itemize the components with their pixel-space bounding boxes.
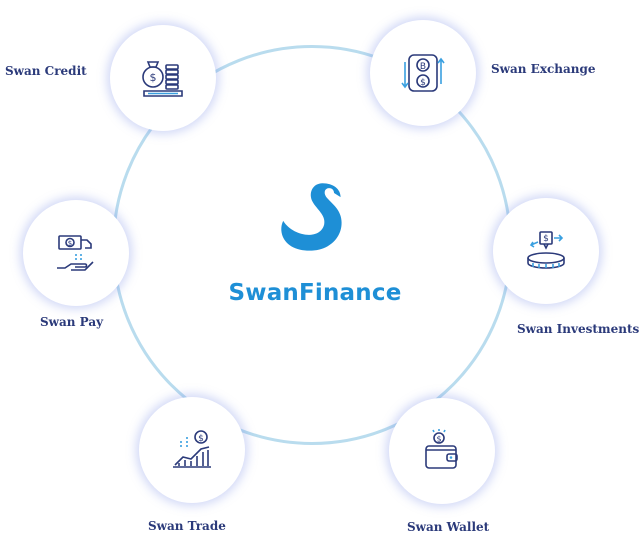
svg-text:$: $ (420, 78, 426, 88)
trade-growth-chart-icon: $ (173, 430, 211, 468)
svg-text:$: $ (436, 435, 441, 444)
swan-wallet-node[interactable]: $ (389, 398, 495, 504)
swan-investments-node[interactable]: $ (493, 198, 599, 304)
swan-pay-node[interactable]: $ (23, 200, 129, 306)
svg-text:$: $ (68, 240, 72, 248)
swan-wallet-label: Swan Wallet (407, 520, 490, 534)
money-bag-coins-icon: $ (142, 61, 183, 97)
investment-coin-stack-icon: $ (527, 231, 565, 269)
swan-exchange-node[interactable]: B $ (370, 20, 476, 126)
swan-pay-label: Swan Pay (40, 315, 104, 329)
swan-trade-node[interactable]: $ (139, 397, 245, 503)
swan-trade-label: Swan Trade (148, 519, 226, 533)
wallet-icon: $ (425, 429, 458, 469)
swan-icon (281, 183, 342, 251)
brand-name: SwanFinance (228, 280, 402, 306)
svg-text:B: B (420, 62, 426, 72)
svg-text:$: $ (198, 434, 204, 444)
swan-credit-node[interactable]: $ (110, 25, 216, 131)
hand-pay-icon: $ (57, 235, 94, 271)
swan-credit-label: Swan Credit (5, 64, 87, 78)
swan-exchange-label: Swan Exchange (491, 62, 596, 76)
svg-text:$: $ (543, 234, 549, 244)
currency-exchange-icon: B $ (401, 54, 445, 92)
swan-investments-label: Swan Investments (517, 322, 640, 336)
svg-text:$: $ (150, 71, 157, 84)
